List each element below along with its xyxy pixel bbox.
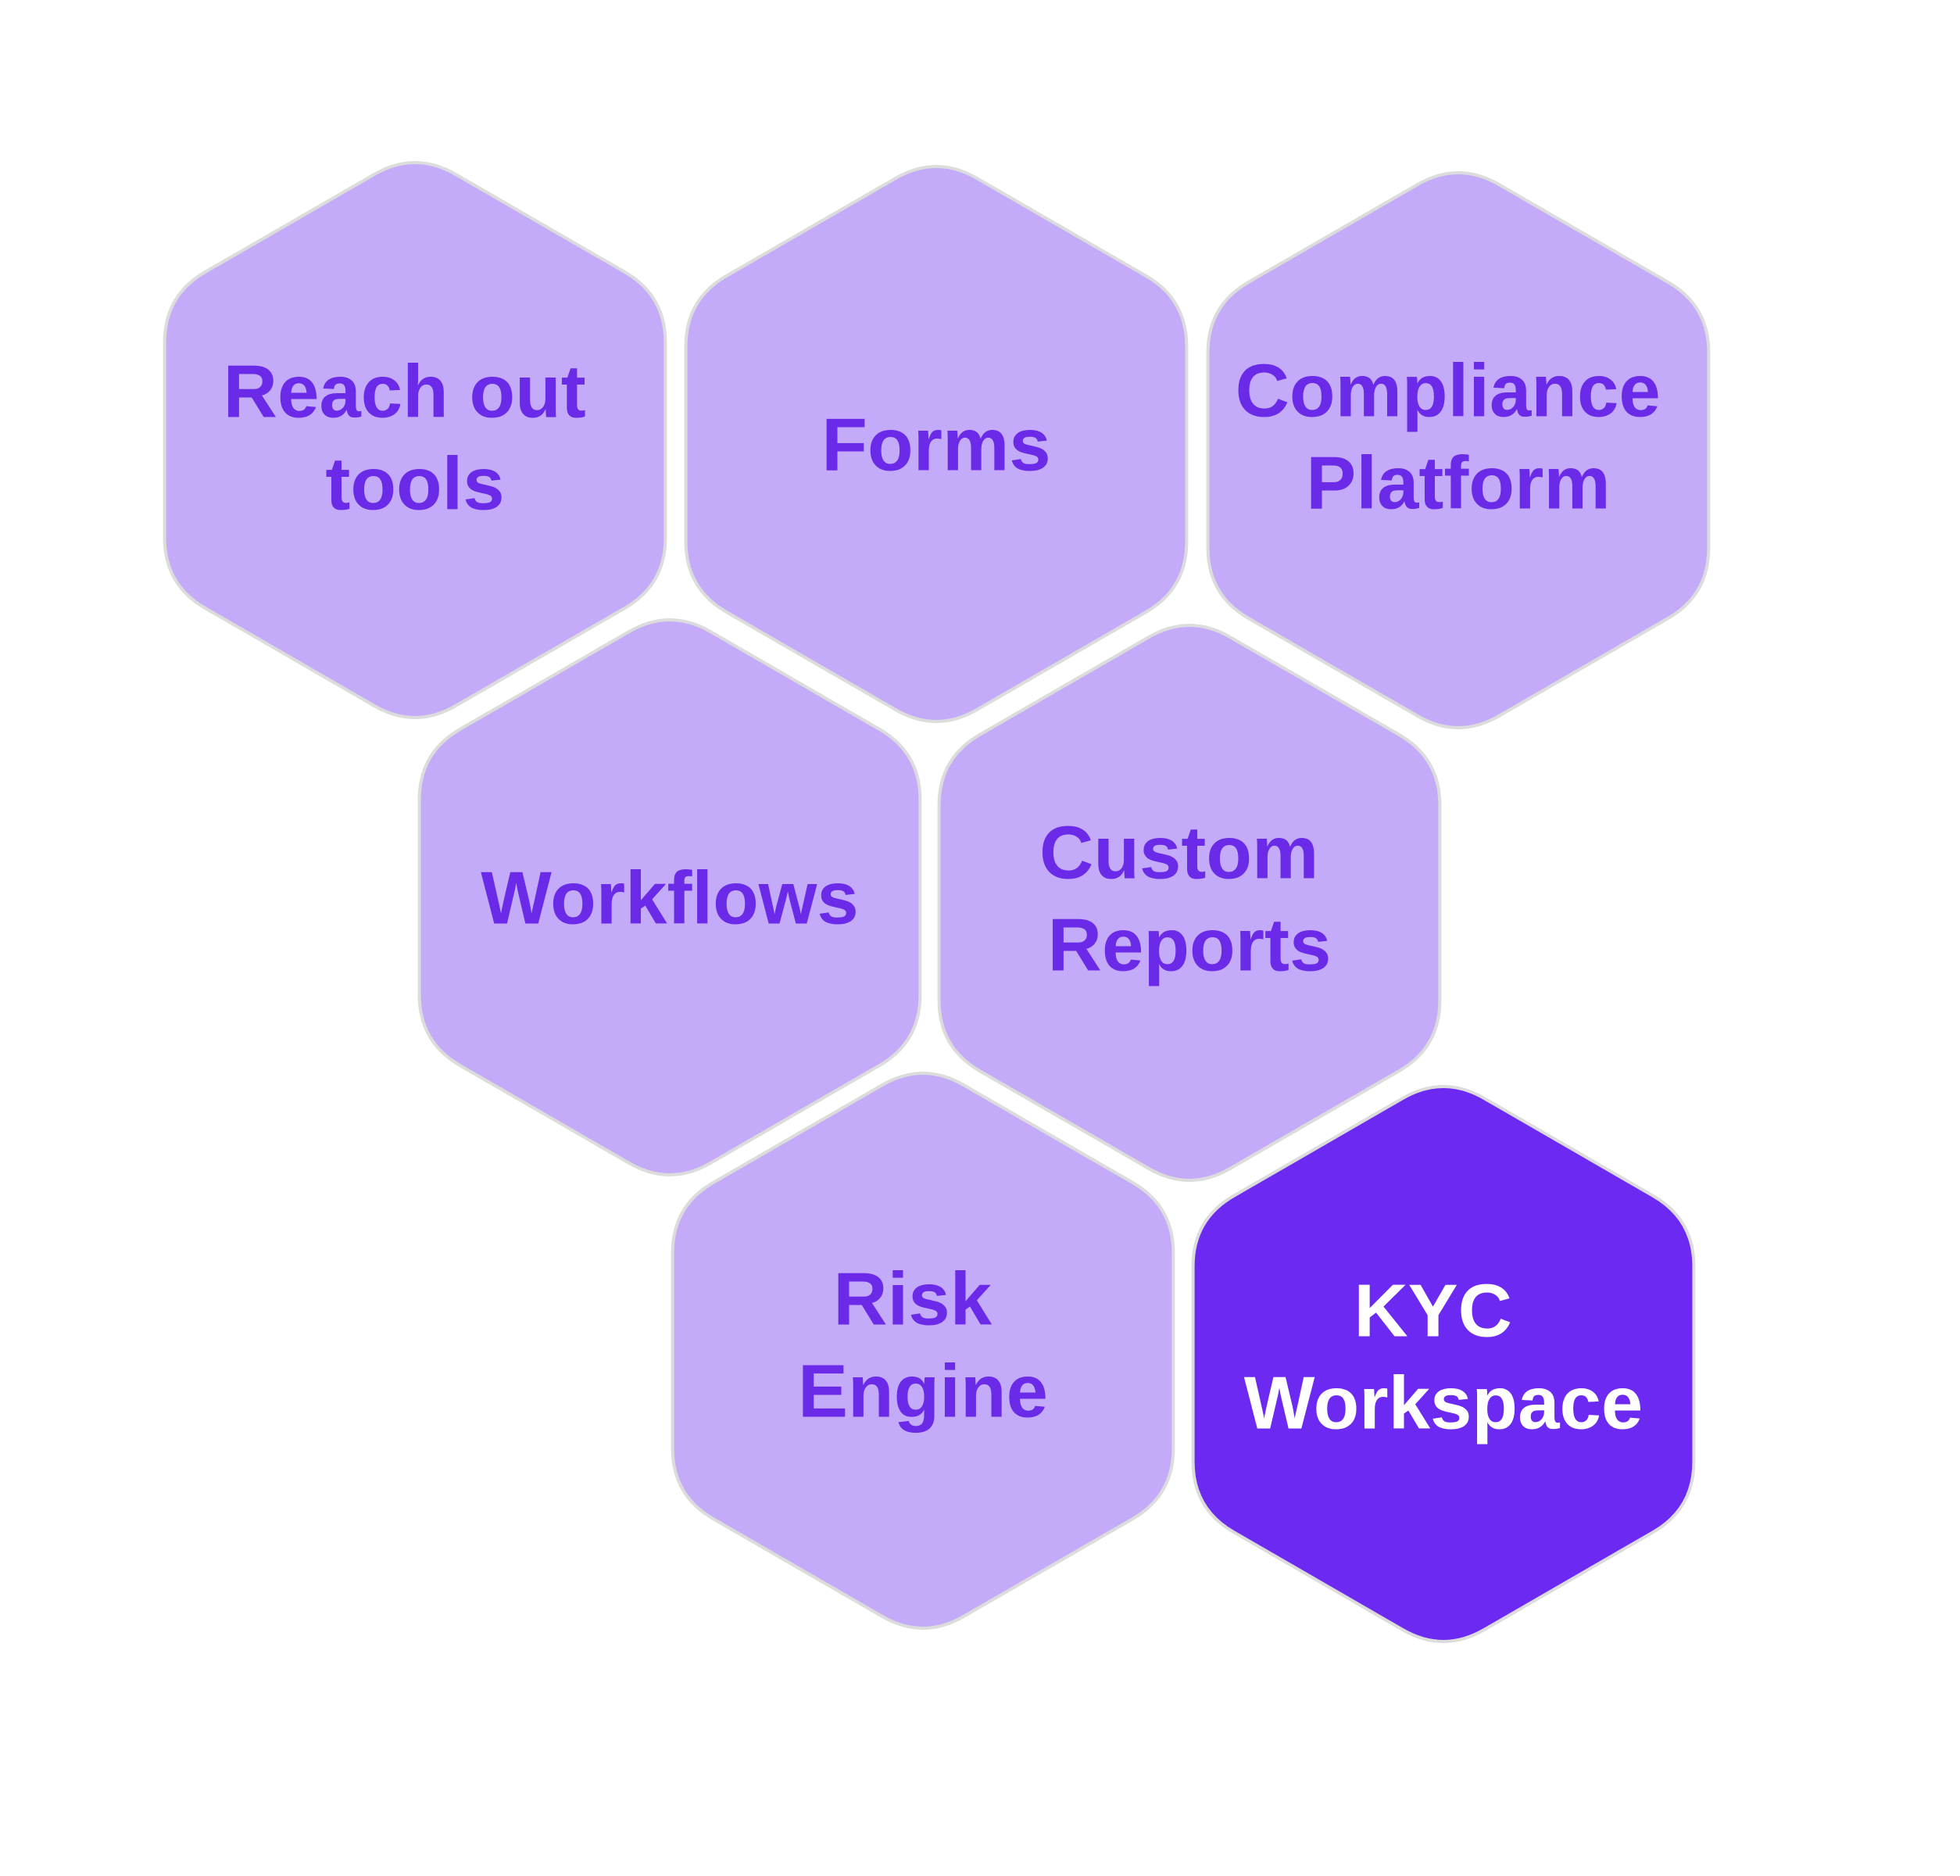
hex-shape <box>684 165 1189 723</box>
hex-shape <box>163 161 667 719</box>
hex-tile-forms: Forms <box>684 165 1189 723</box>
hex-label-line: Custom <box>1039 811 1318 895</box>
hex-label-line: Forms <box>821 403 1050 487</box>
hex-shape <box>937 624 1442 1182</box>
hex-label-line: Workspace <box>1244 1362 1643 1445</box>
hex-label-line: Reach out <box>224 350 586 434</box>
hex-label-line: Engine <box>798 1350 1048 1434</box>
hex-label: Workflows <box>481 857 859 940</box>
hex-shape <box>671 1072 1175 1630</box>
hex-shape <box>1206 171 1711 729</box>
hex-label-line: Platform <box>1306 442 1610 525</box>
hex-shape <box>417 618 922 1176</box>
hex-label: KYC Workspace <box>1244 1269 1643 1445</box>
hex-label: Reach out tools <box>224 350 607 526</box>
hex-tile-compliance-platform: Compliance Platform <box>1206 171 1711 729</box>
hex-tile-risk-engine: Risk Engine <box>671 1072 1175 1630</box>
hex-tile-kyc-workspace: KYC Workspace <box>1191 1085 1696 1643</box>
hex-label: Custom Reports <box>1039 811 1339 987</box>
hex-shape <box>1191 1085 1696 1643</box>
hex-label-line: Reports <box>1048 904 1332 987</box>
hex-label-line: tools <box>325 442 504 526</box>
hex-tile-custom-reports: Custom Reports <box>937 624 1442 1182</box>
hex-label-line: Compliance <box>1236 349 1661 433</box>
hex-label: Forms <box>821 403 1050 487</box>
hex-label-line: Workflows <box>481 857 859 940</box>
hex-tile-reach-out-tools: Reach out tools <box>163 161 667 719</box>
hex-tile-workflows: Workflows <box>417 618 922 1176</box>
hex-label-line: Risk <box>833 1258 992 1341</box>
hex-label: Compliance Platform <box>1236 349 1682 525</box>
hex-label: Risk Engine <box>798 1258 1048 1434</box>
hex-label-line: KYC <box>1354 1269 1512 1353</box>
